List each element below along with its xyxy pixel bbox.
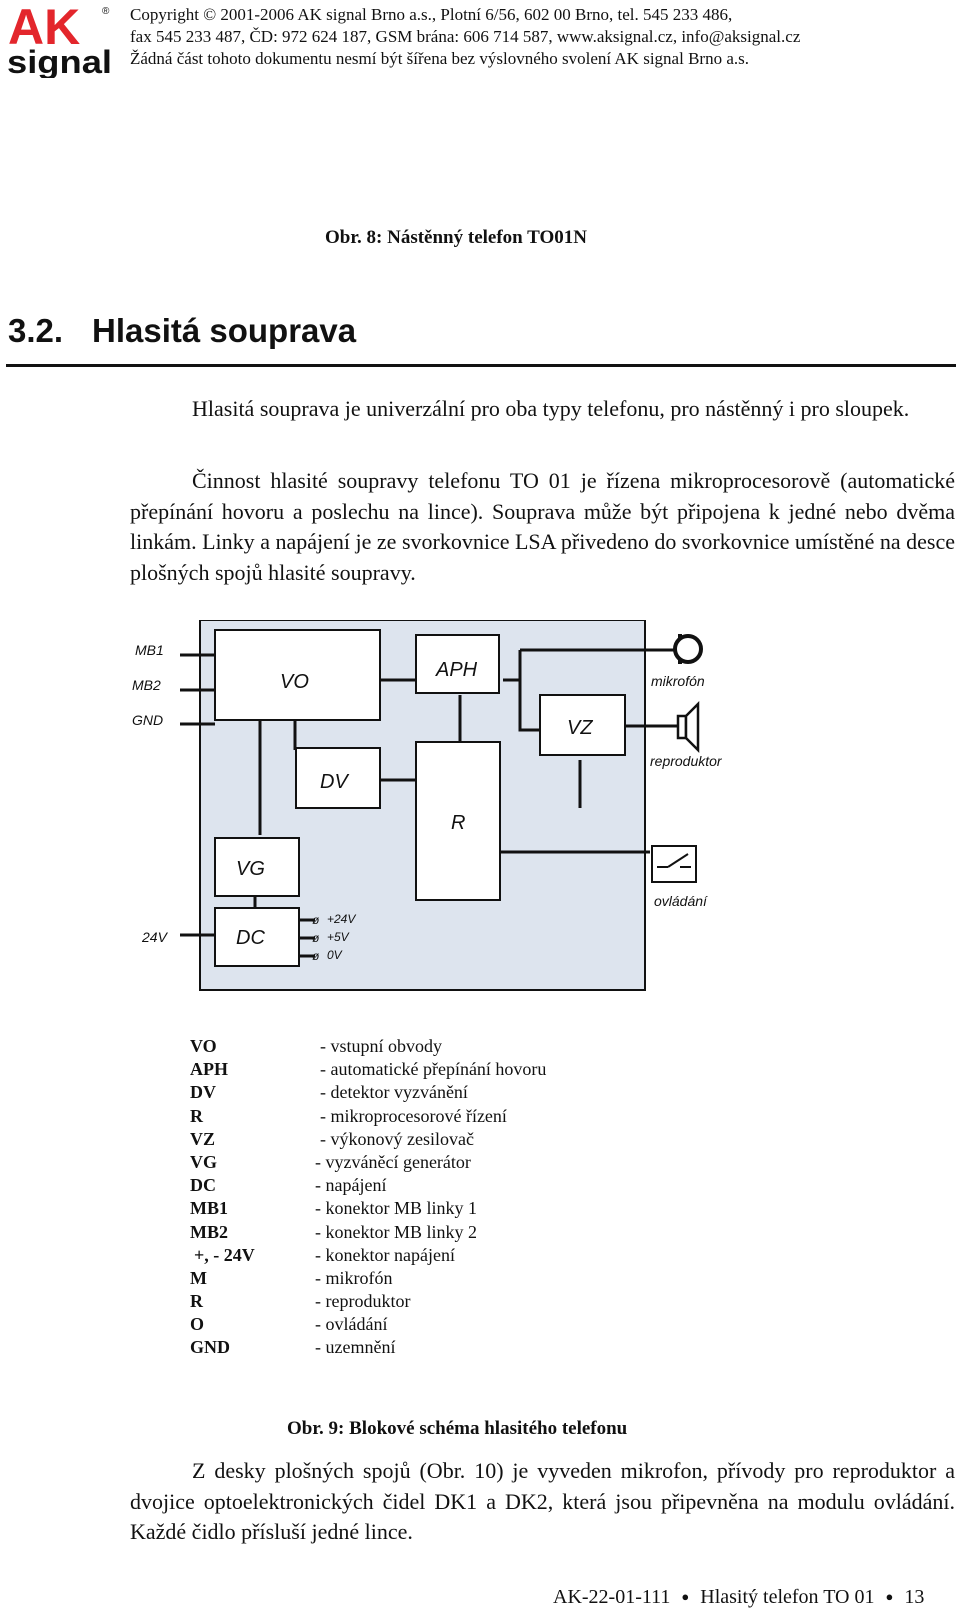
input-label-mb1: MB1 [135, 642, 164, 658]
rail-label-0v: 0V [327, 948, 343, 962]
rail-label-plus5: +5V [327, 930, 350, 944]
legend-desc: - vyzváněcí generátor [315, 1151, 471, 1172]
footer-bullet: ● [885, 1589, 894, 1604]
legend-abbr: DV [190, 1082, 216, 1103]
block-label-aph: APH [435, 659, 478, 681]
block-label-vz: VZ [567, 717, 593, 739]
paragraph-1: Hlasitá souprava je univerzální pro oba … [130, 394, 955, 425]
legend-abbr: APH [190, 1059, 228, 1080]
rail-label-plus24: +24V [327, 912, 356, 926]
legend-desc: - reproduktor [315, 1291, 411, 1312]
block-label-dv: DV [320, 771, 349, 793]
legend-abbr: MB2 [190, 1221, 228, 1242]
legend-abbr: DC [190, 1175, 216, 1196]
copyright-line: Žádná část tohoto dokumentu nesmí být ší… [130, 49, 749, 68]
figure-9-caption: Obr. 9: Blokové schéma hlasitého telefon… [287, 1418, 628, 1439]
block-label-vo: VO [280, 671, 309, 693]
paragraph-text: Z desky plošných spojů (Obr. 10) je vyve… [130, 1458, 955, 1544]
copyright-line: fax 545 233 487, ČD: 972 624 187, GSM br… [130, 27, 801, 46]
block-label-vg: VG [236, 858, 265, 880]
legend-abbr: +, - 24V [194, 1244, 255, 1265]
legend-abbr: VG [190, 1151, 217, 1172]
logo-registered-mark: ® [102, 6, 110, 17]
paragraph-2: Činnost hlasité soupravy telefonu TO 01 … [130, 466, 955, 588]
footer-doc-number: AK-22-01-111 [553, 1586, 671, 1608]
block-vo [214, 629, 381, 721]
switch-icon [657, 853, 691, 868]
legend-abbr: O [190, 1314, 205, 1335]
speaker-icon [676, 700, 700, 754]
copyright-notice: Copyright © 2001-2006 AK signal Brno a.s… [130, 4, 800, 70]
legend-desc: - ovládání [315, 1314, 388, 1335]
legend-abbr: VZ [190, 1128, 216, 1149]
legend-abbr: R [190, 1291, 203, 1312]
block-aph [415, 634, 500, 694]
legend-abbr: MB1 [190, 1198, 228, 1219]
legend-desc: - detektor vyzvánění [320, 1082, 468, 1103]
block-label-r: R [451, 812, 465, 834]
section-number: 3.2. [8, 312, 64, 349]
block-vz [539, 694, 626, 756]
footer-page-number: 13 [904, 1586, 925, 1608]
paragraph-3: Z desky plošných spojů (Obr. 10) je vyve… [130, 1456, 955, 1548]
block-diagram: VO APH VZ DV R VG DC MB1 MB2 GND 24V mik… [132, 620, 723, 991]
footer-title: Hlasitý telefon TO 01 [700, 1586, 875, 1608]
page-footer: AK-22-01-111 ● Hlasitý telefon TO 01 ● 1… [553, 1586, 924, 1609]
heading-rule [6, 364, 956, 367]
block-label-dc: DC [236, 927, 265, 949]
legend-desc: - automatické přepínání hovoru [320, 1059, 547, 1080]
block-vg [214, 837, 300, 897]
legend-desc: - napájení [315, 1175, 387, 1196]
logo-signal-text: signal [7, 44, 112, 78]
legend-desc: - konektor MB linky 2 [315, 1221, 477, 1242]
input-label-gnd: GND [132, 712, 163, 728]
rail-symbol: ø [312, 949, 320, 963]
block-dc [214, 907, 300, 967]
microphone-icon [673, 634, 703, 664]
legend-abbr: VO [190, 1036, 217, 1056]
output-label-ovladani: ovládání [654, 893, 709, 909]
input-label-24v: 24V [141, 929, 169, 945]
block-r [415, 741, 501, 901]
copyright-line: Copyright © 2001-2006 AK signal Brno a.s… [130, 5, 733, 24]
figure-8-caption: Obr. 8: Nástěnný telefon TO01N [325, 227, 587, 248]
legend-desc: - vstupní obvody [320, 1036, 443, 1056]
legend-desc: - mikrofón [315, 1267, 393, 1288]
legend-desc: - uzemnění [315, 1337, 396, 1358]
rail-symbol: ø [312, 931, 320, 945]
logo-ak-text: AK [8, 2, 80, 55]
legend-desc: - výkonový zesilovač [320, 1128, 474, 1149]
legend-abbr: GND [190, 1337, 230, 1358]
ak-signal-logo: AK ® signal [7, 2, 112, 78]
legend-desc: - mikroprocesorové řízení [320, 1105, 507, 1126]
legend-abbr: M [190, 1267, 207, 1288]
paragraph-text: Činnost hlasité soupravy telefonu TO 01 … [130, 468, 955, 585]
block-dv [295, 747, 381, 809]
section-heading: 3.2. Hlasitá souprava [8, 312, 356, 350]
footer-bullet: ● [681, 1589, 690, 1604]
section-title: Hlasitá souprava [92, 312, 357, 349]
input-label-mb2: MB2 [132, 677, 161, 693]
legend-desc: - konektor napájení [315, 1244, 455, 1265]
legend-abbr: R [190, 1105, 203, 1126]
output-label-reproduktor: reproduktor [650, 753, 723, 769]
rail-symbol: ø [312, 913, 320, 927]
output-label-mikrofon: mikrofón [651, 673, 705, 689]
paragraph-text: Hlasitá souprava je univerzální pro oba … [192, 396, 910, 421]
legend-desc: - konektor MB linky 1 [315, 1198, 477, 1219]
